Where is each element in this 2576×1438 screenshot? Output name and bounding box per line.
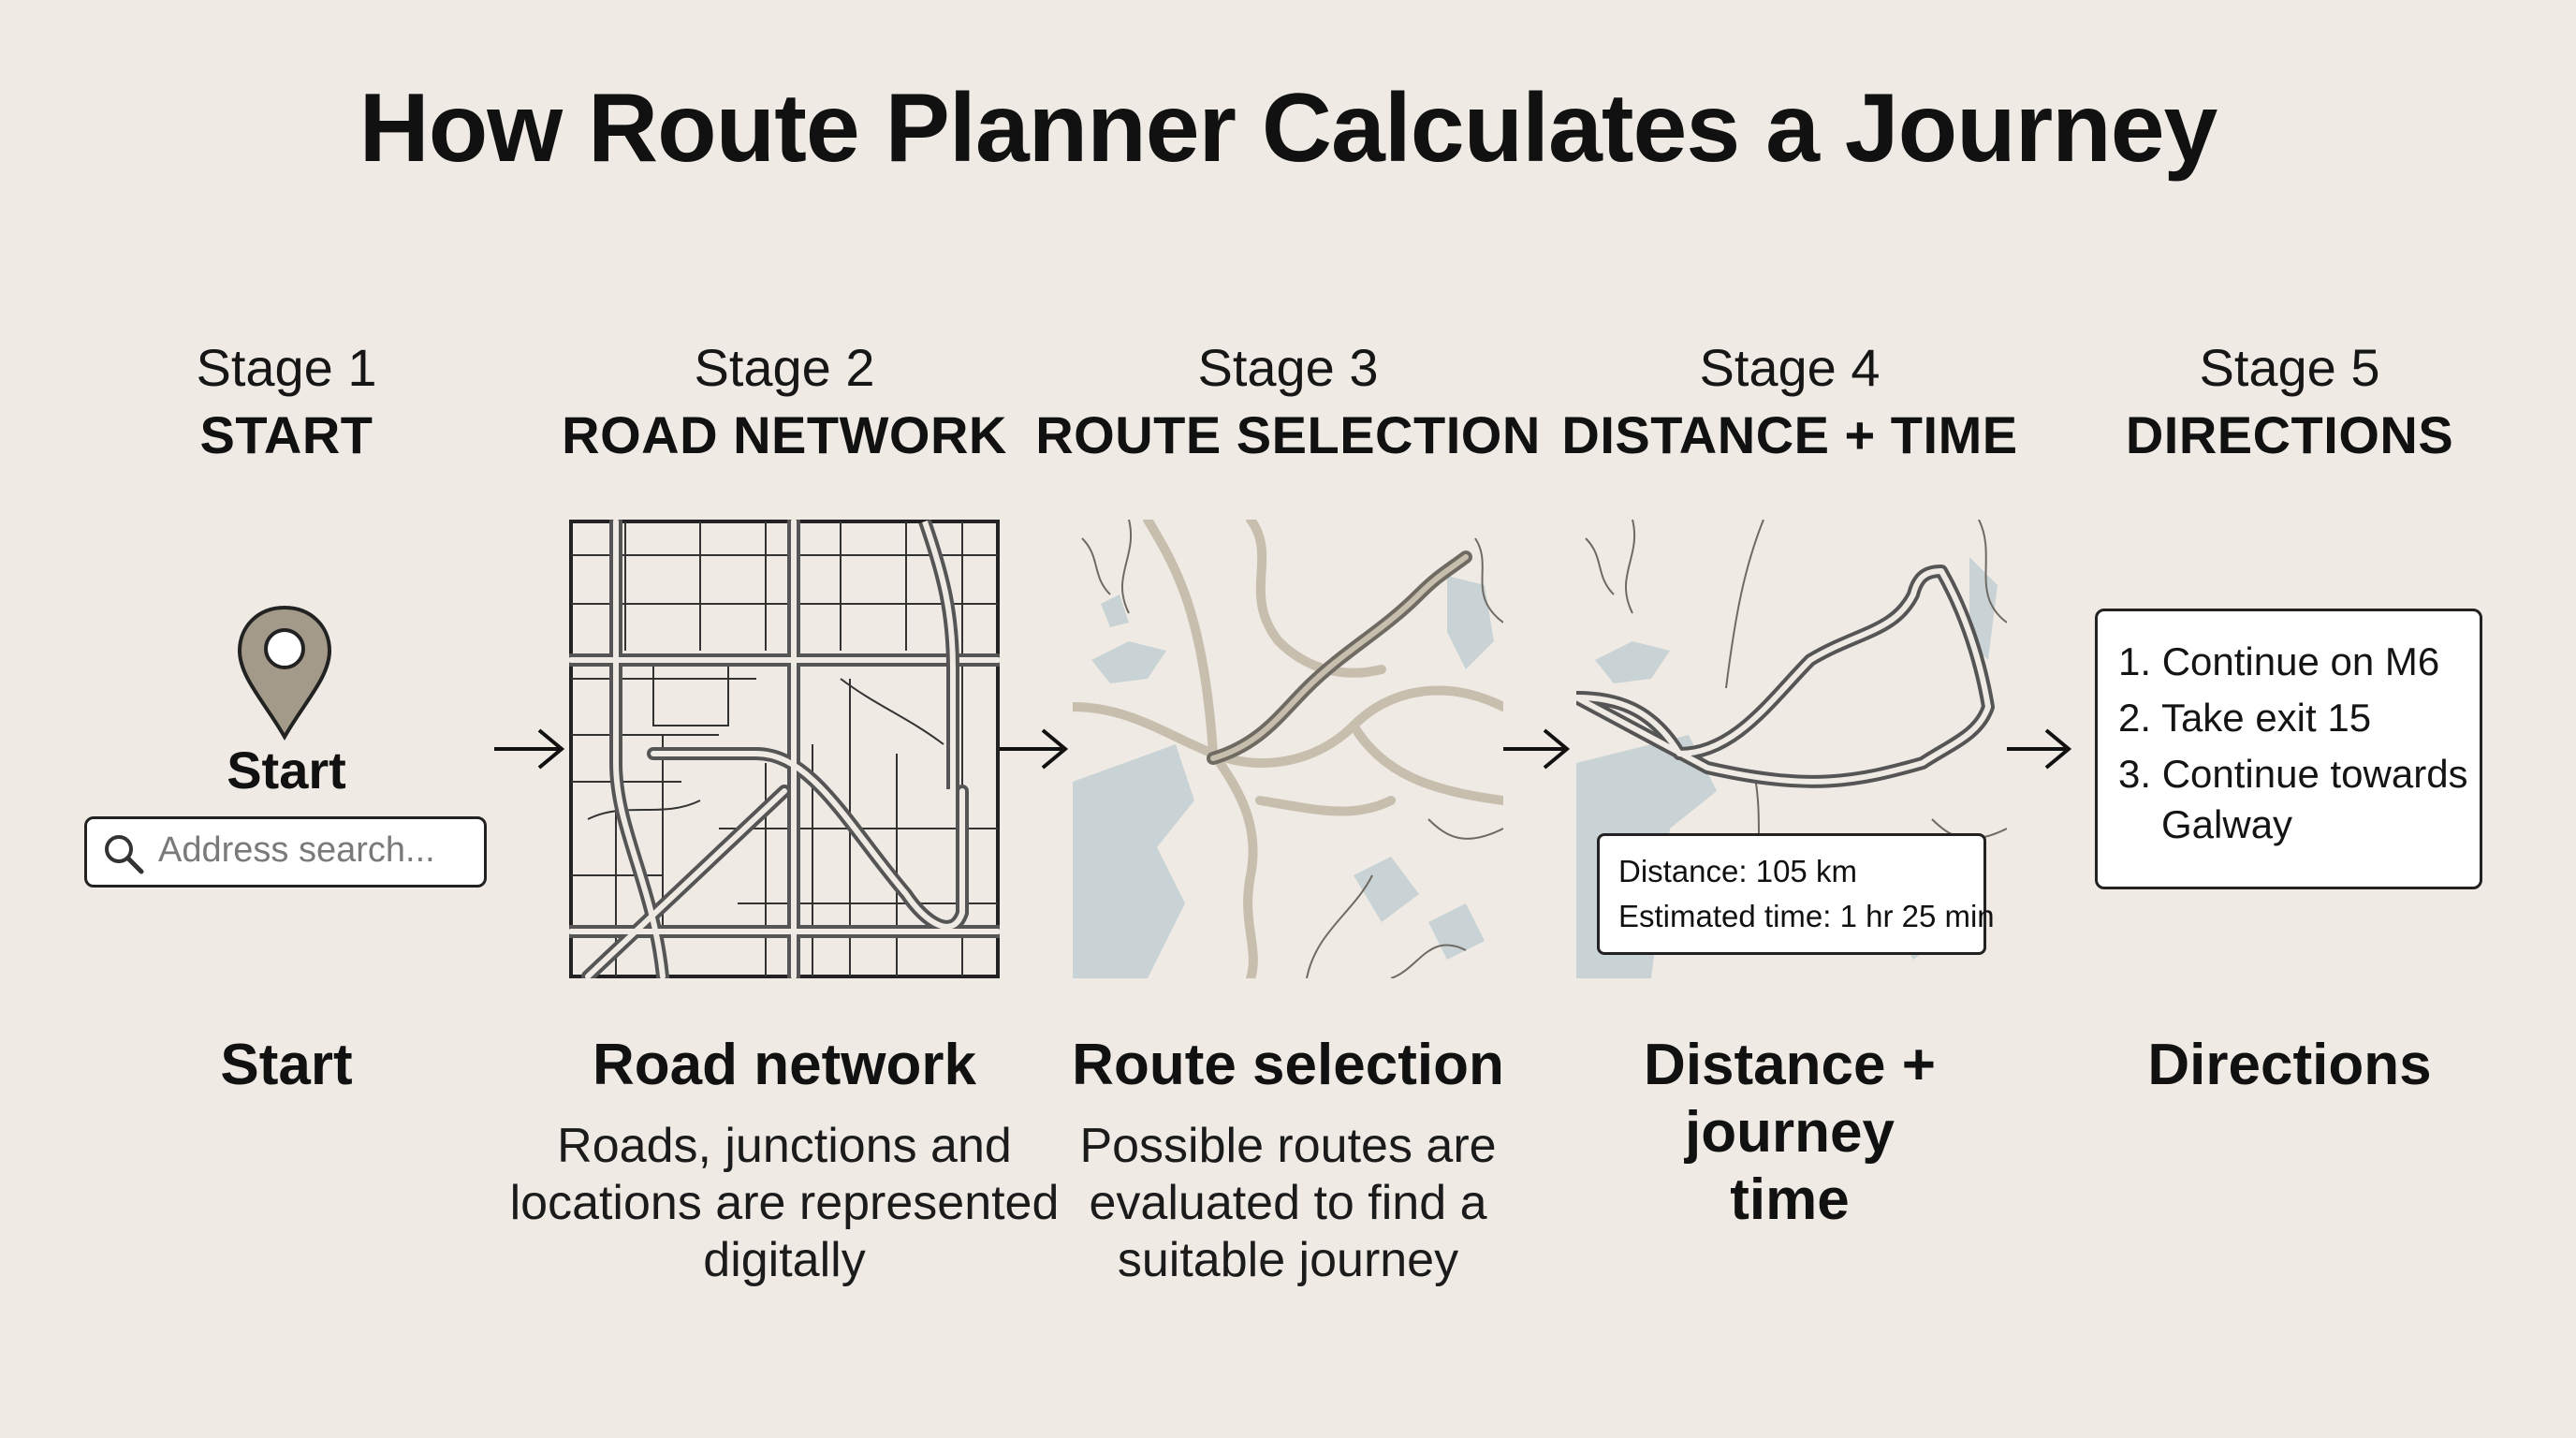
estimated-time-value: Estimated time: 1 hr 25 min [1618,899,1995,933]
stage-3-name: ROUTE SELECTION [1035,405,1541,464]
distance-info-box: Distance: 105 km Estimated time: 1 hr 25… [1597,833,1995,955]
start-label: Start [227,741,346,800]
stage-3-number: Stage 3 [1197,338,1379,397]
road-network-map [569,520,1000,978]
arrow-right-icon [2001,728,2072,770]
route-selection-map [1073,520,1503,978]
stage-5-number: Stage 5 [2199,338,2380,397]
stage-4-number: Stage 4 [1699,338,1881,397]
page-title: How Route Planner Calculates a Journey [359,74,2218,183]
distance-value: Distance: 105 km [1618,854,1857,888]
description-road-network: Roads, junctions and locations are repre… [509,1119,1060,1287]
caption-route-selection: Route selection [1072,1033,1504,1097]
search-icon [105,835,144,874]
address-search-input[interactable]: Address search... [84,816,487,888]
direction-step: 2. Take exit 15 [2118,696,2372,740]
direction-step: 1. Continue on M6 [2118,639,2440,683]
direction-step: 3. Continue towards [2118,752,2468,796]
stage-4-name: DISTANCE + TIME [1561,405,2018,464]
stage-2-name: ROAD NETWORK [562,405,1007,464]
arrow-right-icon [998,728,1069,770]
stage-1-number: Stage 1 [196,338,377,397]
arrow-right-icon [1500,728,1571,770]
stage-5-name: DIRECTIONS [2125,405,2454,464]
search-placeholder: Address search... [158,830,435,870]
stage-1-name: START [199,405,373,464]
location-pin-icon [237,605,332,741]
caption-start: Start [220,1033,353,1097]
caption-distance-time: Distance + journey time [1644,1033,1936,1232]
stage-2-number: Stage 2 [694,338,875,397]
description-route-selection: Possible routes are evaluated to find a … [1079,1119,1497,1287]
direction-step-continued: Galway [2161,802,2293,846]
arrow-right-icon [494,728,565,770]
directions-list: 1. Continue on M6 2. Take exit 15 3. Con… [2095,609,2482,889]
caption-road-network: Road network [593,1033,976,1097]
caption-directions: Directions [2147,1033,2432,1097]
